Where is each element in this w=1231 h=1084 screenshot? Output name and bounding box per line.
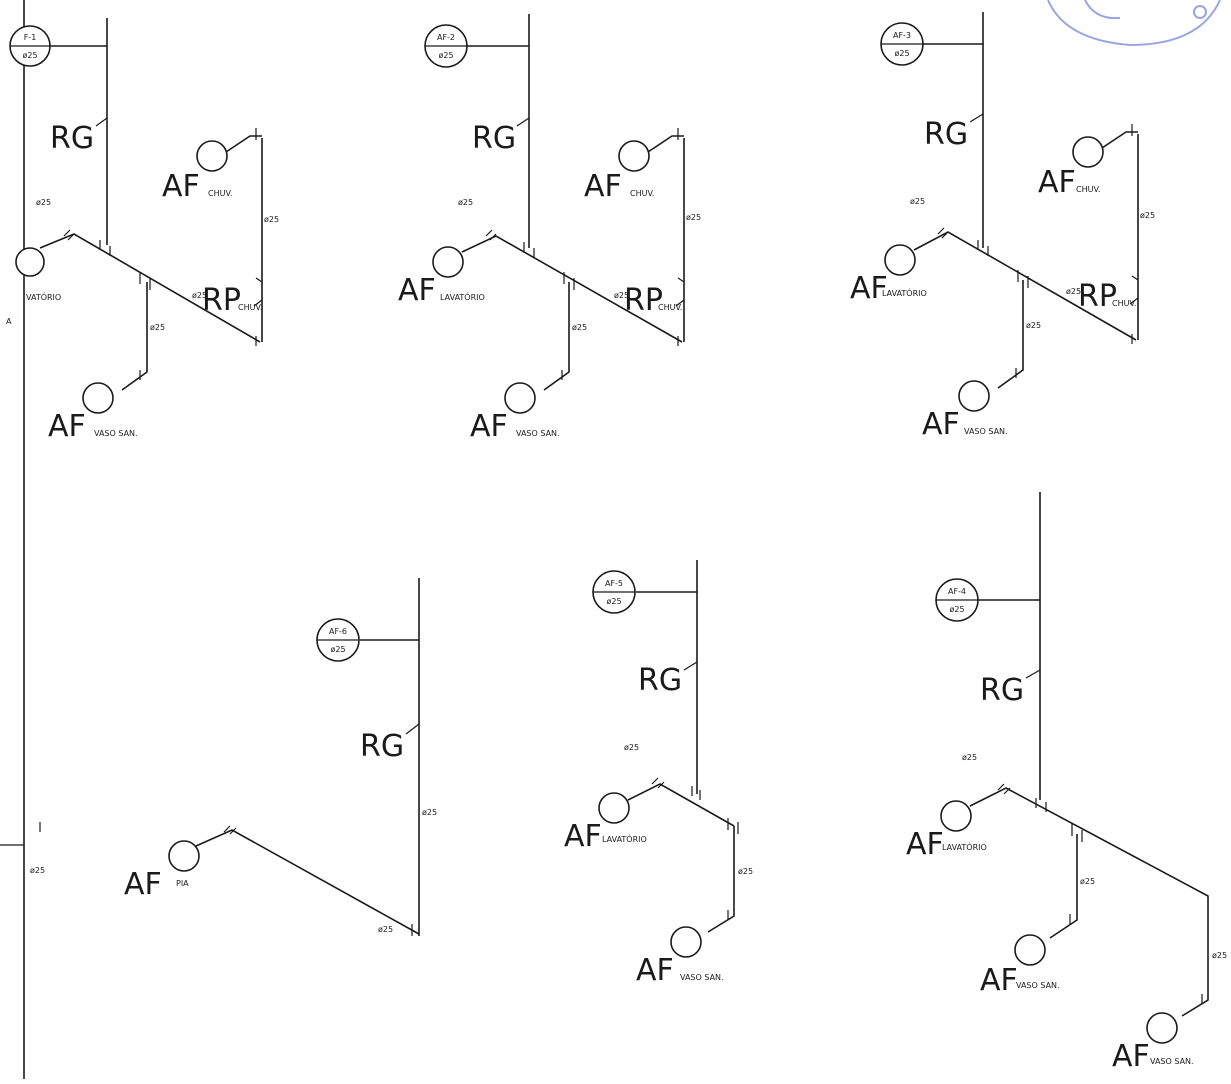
dia-label: ø25 [1140, 211, 1155, 220]
af-label: AF [922, 407, 960, 442]
dia-label: ø25 [264, 215, 279, 224]
dia-label: ø25 [614, 291, 629, 300]
rg-label: RG [980, 673, 1024, 708]
dia-label: ø25 [686, 213, 701, 222]
dia-label: ø25 [378, 925, 393, 934]
vaso-label: VASO SAN. [1150, 1057, 1194, 1066]
dia-label: ø25 [738, 867, 753, 876]
rg-label: RG [924, 117, 968, 152]
rp-label: RP [1078, 279, 1117, 314]
dia-label: ø25 [192, 291, 207, 300]
tag-label: AF-2 [437, 33, 455, 42]
tag-af-3: AF-3 ø25 [880, 22, 924, 66]
af-label: AF [584, 169, 622, 204]
af-label: AF [906, 827, 944, 862]
lavatorio-cut-label: VATÓRIO [26, 291, 61, 302]
vaso-label: VASO SAN. [1016, 981, 1060, 990]
dia-label: ø25 [1212, 951, 1227, 960]
chuv-label: CHUV. [1112, 299, 1136, 308]
riser-af-3: AF-3 ø25 RG ø25 AF LAVATÓRIO AF CHUV. ø2… [850, 12, 1155, 442]
chuv-label: CHUV. [208, 189, 232, 198]
tag-dia: ø25 [330, 645, 345, 654]
af-label: AF [162, 169, 200, 204]
tag-af-4: AF-4 ø25 [935, 578, 979, 622]
dia-label: ø25 [422, 808, 437, 817]
af-label: AF [398, 273, 436, 308]
tag-label: AF-6 [329, 627, 347, 636]
lavatorio-label: LAVATÓRIO [942, 841, 987, 852]
tag-label: F-1 [24, 33, 37, 42]
tag-label: AF-5 [605, 579, 623, 588]
riser-af-5: AF-5 ø25 RG ø25 AF LAVATÓRIO ø25 AF VASO… [564, 560, 753, 988]
af-label: AF [564, 819, 602, 854]
sheet-frame: A ø25 [0, 0, 45, 1079]
chuv-label: CHUV. [630, 189, 654, 198]
riser-af-2: AF-2 ø25 RG ø25 AF LAVATÓRIO AF CHUV. ø2… [398, 14, 701, 444]
tag-af-5: AF-5 ø25 [592, 570, 636, 614]
chuv-label: CHUV. [658, 303, 682, 312]
lavatorio-label: LAVATÓRIO [602, 833, 647, 844]
vaso-label: VASO SAN. [516, 429, 560, 438]
tag-dia: ø25 [949, 605, 964, 614]
af-label: AF [1112, 1039, 1150, 1074]
tag-af-1: F-1 ø25 [9, 25, 51, 67]
af-label: AF [124, 867, 162, 902]
vaso-label: VASO SAN. [964, 427, 1008, 436]
tag-label: AF-4 [948, 587, 966, 596]
af-label: AF [470, 409, 508, 444]
af-label: AF [1038, 165, 1076, 200]
rp-label: RP [624, 283, 663, 318]
riser-af-4: AF-4 ø25 RG ø25 AF LAVATÓRIO ø25 AF VASO… [906, 492, 1227, 1074]
lavatorio-label: LAVATÓRIO [440, 291, 485, 302]
lavatorio-label: LAVATÓRIO [882, 287, 927, 298]
rg-label: RG [472, 121, 516, 156]
tag-dia: ø25 [606, 597, 621, 606]
tag-dia: ø25 [22, 51, 37, 60]
dia-label: ø25 [30, 866, 45, 875]
rp-label: RP [202, 283, 241, 318]
af-label: AF [636, 953, 674, 988]
dia-label: ø25 [572, 323, 587, 332]
pia-label: PIA [176, 879, 189, 888]
chuv-label: CHUV. [1076, 185, 1100, 194]
dia-label: ø25 [1066, 287, 1081, 296]
rg-label: RG [50, 121, 94, 156]
tag-dia: ø25 [438, 51, 453, 60]
tag-af-6: AF-6 ø25 [316, 618, 360, 662]
rg-label: RG [638, 663, 682, 698]
dia-label: ø25 [962, 753, 977, 762]
rg-label: RG [360, 729, 404, 764]
tag-label: AF-3 [893, 31, 911, 40]
dia-label: ø25 [1080, 877, 1095, 886]
dia-label: ø25 [910, 197, 925, 206]
dia-label: ø25 [1026, 321, 1041, 330]
dia-label: ø25 [624, 743, 639, 752]
dia-label: ø25 [458, 198, 473, 207]
stamp-seal [1047, 0, 1221, 47]
riser-af-1: F-1 ø25 RG ø25 VATÓRIO AF CHUV. ø25 RP ø… [9, 18, 279, 444]
tag-af-2: AF-2 ø25 [424, 24, 468, 68]
af-label: AF [850, 271, 888, 306]
vaso-label: VASO SAN. [94, 429, 138, 438]
frame-mark-a: A [6, 317, 12, 326]
vaso-label: VASO SAN. [680, 973, 724, 982]
af-label: AF [48, 409, 86, 444]
tag-dia: ø25 [894, 49, 909, 58]
dia-label: ø25 [36, 198, 51, 207]
af-label: AF [980, 963, 1018, 998]
riser-af-6: AF-6 ø25 RG ø25 AF PIA ø25 [124, 578, 437, 936]
chuv-label: CHUV. [238, 303, 262, 312]
dia-label: ø25 [150, 323, 165, 332]
